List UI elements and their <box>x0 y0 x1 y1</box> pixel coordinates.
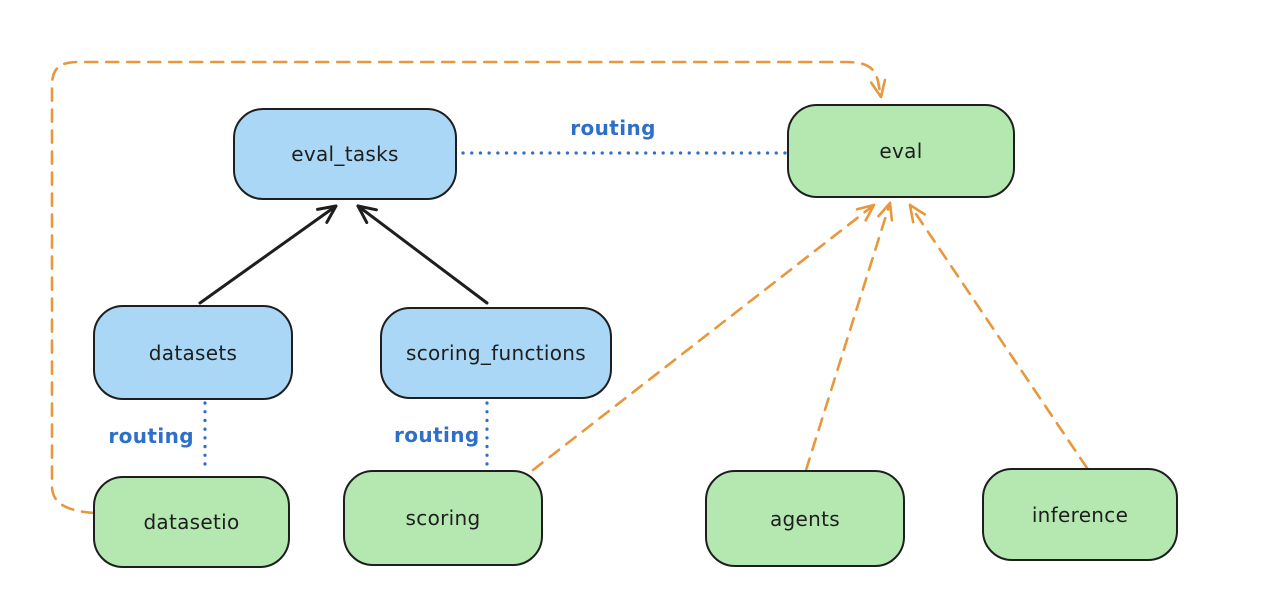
node-eval-tasks-label: eval_tasks <box>291 142 399 166</box>
node-datasets: datasets <box>93 305 293 400</box>
edge-agents-to-eval-arrow <box>804 201 894 472</box>
edge-scoring-functions-to-eval-tasks-arrow <box>356 204 489 305</box>
edge-datasets-to-eval-tasks-arrow <box>198 204 338 305</box>
node-scoring-functions-label: scoring_functions <box>405 341 587 365</box>
node-scoring-label: scoring <box>405 506 481 530</box>
node-inference: inference <box>982 468 1178 561</box>
node-datasetio: datasetio <box>93 476 290 568</box>
node-eval: eval <box>787 104 1015 198</box>
node-scoring-functions: scoring_functions <box>380 307 612 399</box>
edge-inference-to-eval-arrow <box>908 203 1089 470</box>
node-eval-label: eval <box>879 139 923 163</box>
edge-datasetio-to-eval-arrow <box>50 60 887 515</box>
routing-label-eval: routing <box>570 116 656 140</box>
node-agents-label: agents <box>770 506 840 531</box>
node-eval-tasks: eval_tasks <box>233 108 457 200</box>
node-inference-label: inference <box>1031 502 1129 527</box>
node-scoring: scoring <box>343 470 543 566</box>
node-agents: agents <box>705 470 905 567</box>
node-datasetio-label: datasetio <box>143 510 240 534</box>
routing-label-datasetio: routing <box>108 424 194 448</box>
node-datasets-label: datasets <box>148 340 238 365</box>
edge-scoring-to-eval-arrow <box>531 203 876 472</box>
routing-label-scoring: routing <box>394 423 480 447</box>
